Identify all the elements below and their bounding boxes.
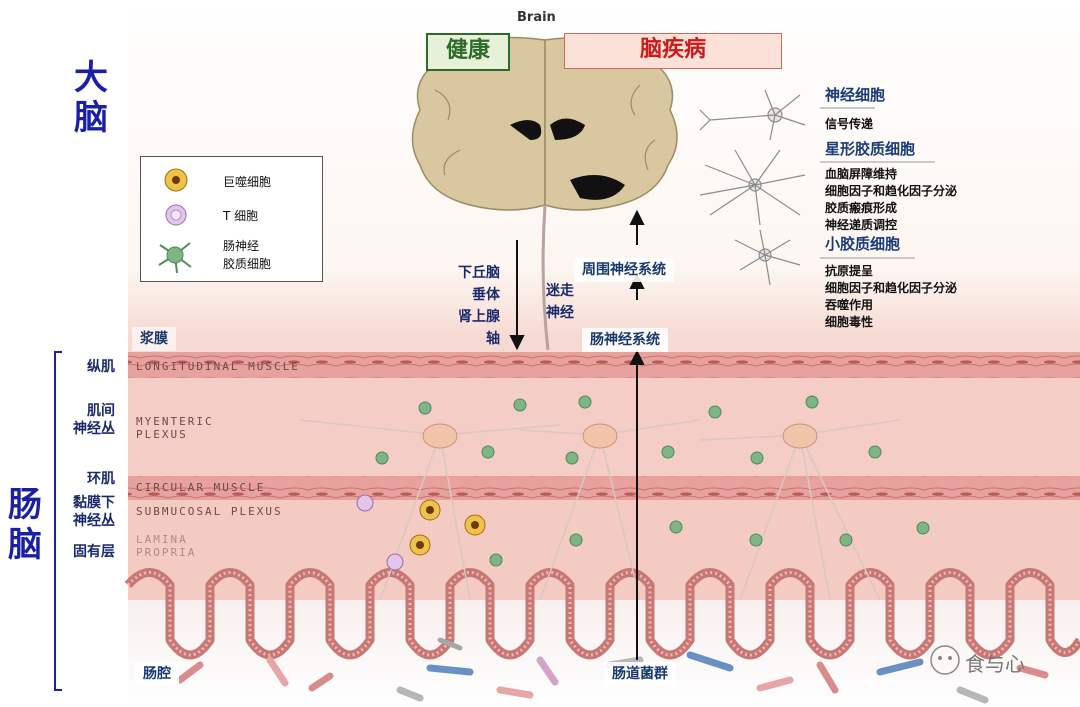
circular-muscle-band bbox=[128, 476, 1080, 500]
legend-t-cell-label: T 细胞 bbox=[223, 209, 259, 223]
serosa-label: 浆膜 bbox=[132, 327, 176, 351]
longitudinal-muscle-band bbox=[128, 352, 1080, 378]
layer-label-lamina: 固有层 bbox=[73, 544, 115, 560]
gut-bacteria bbox=[176, 637, 1049, 704]
microglia-heading: 小胶质细胞 bbox=[825, 235, 901, 253]
watermark-text: 食与心 bbox=[965, 652, 1025, 676]
macrophage-icon bbox=[164, 168, 188, 192]
layer-label-myenteric: 肌间 神经丛 bbox=[73, 403, 115, 437]
enteric-glia-cells bbox=[375, 395, 930, 567]
neuron-illustration bbox=[699, 89, 806, 141]
enteric-glia-icon bbox=[158, 242, 192, 274]
disease-label: 脑疾病 bbox=[564, 33, 782, 69]
brain-cross-section bbox=[411, 36, 678, 351]
brain-title: 大脑 bbox=[74, 58, 108, 138]
wechat-icon bbox=[930, 645, 960, 675]
microglia-function-0: 抗原提呈 bbox=[825, 264, 874, 278]
microglia-illustration bbox=[734, 229, 801, 286]
pathway-arrows bbox=[509, 209, 645, 660]
hpa-axis-label: 下丘脑 垂体 肾上腺 轴 bbox=[458, 265, 500, 347]
longitudinal-muscle-label: LONGITUDINAL MUSCLE bbox=[136, 360, 300, 373]
lamina-propria-label: LAMINA PROPRIA bbox=[136, 533, 197, 559]
microglia-function-1: 细胞因子和趋化因子分泌 bbox=[825, 281, 958, 295]
astrocyte-illustration bbox=[699, 149, 806, 226]
vagus-nerve-label: 迷走 神经 bbox=[546, 283, 574, 321]
enteric-neurons bbox=[299, 419, 901, 601]
t-cell-icon bbox=[165, 204, 187, 226]
astrocyte-heading: 星形胶质细胞 bbox=[825, 140, 916, 158]
astrocyte-function-2: 胶质瘢痕形成 bbox=[825, 201, 898, 215]
legend-enteric-glia-label: 肠神经 胶质细胞 bbox=[223, 239, 272, 271]
layer-label-circular: 环肌 bbox=[87, 471, 115, 487]
submucosal-plexus-label: SUBMUCOSAL PLEXUS bbox=[136, 505, 283, 518]
neuron-heading: 神经细胞 bbox=[825, 86, 886, 104]
astrocyte-function-3: 神经递质调控 bbox=[825, 218, 898, 232]
layer-label-longitudinal: 纵肌 bbox=[87, 359, 115, 375]
gut-brain-title: 肠脑 bbox=[8, 485, 42, 565]
astrocyte-function-0: 血脑屏障维持 bbox=[825, 167, 898, 181]
enteric-nervous-system-label: 肠神经系统 bbox=[582, 328, 668, 352]
microbiota-label: 肠道菌群 bbox=[604, 662, 676, 686]
microglia-function-2: 吞噬作用 bbox=[825, 298, 874, 312]
microglia-function-3: 细胞毒性 bbox=[825, 315, 874, 329]
astrocyte-function-1: 细胞因子和趋化因子分泌 bbox=[825, 184, 958, 198]
lumen-label: 肠腔 bbox=[135, 662, 179, 686]
gut-layer-bracket bbox=[54, 351, 62, 691]
myenteric-plexus-label: MYENTERIC PLEXUS bbox=[136, 415, 214, 441]
brain-caption: Brain bbox=[517, 10, 556, 25]
neuron-function-0: 信号传递 bbox=[825, 117, 874, 131]
healthy-label: 健康 bbox=[426, 33, 510, 71]
cell-heading-underlines bbox=[820, 107, 935, 259]
brain-cell-illustrations bbox=[699, 89, 806, 286]
peripheral-nervous-system-label: 周围神经系统 bbox=[574, 258, 674, 282]
cell-legend: 巨噬细胞 T 细胞 肠神经 胶质细胞 bbox=[140, 156, 323, 282]
circular-muscle-label: CIRCULAR MUSCLE bbox=[136, 481, 266, 494]
legend-macrophage-label: 巨噬细胞 bbox=[223, 175, 272, 189]
layer-label-submucosal: 黏膜下 神经丛 bbox=[73, 495, 115, 529]
gut-immune-cells bbox=[356, 494, 486, 571]
